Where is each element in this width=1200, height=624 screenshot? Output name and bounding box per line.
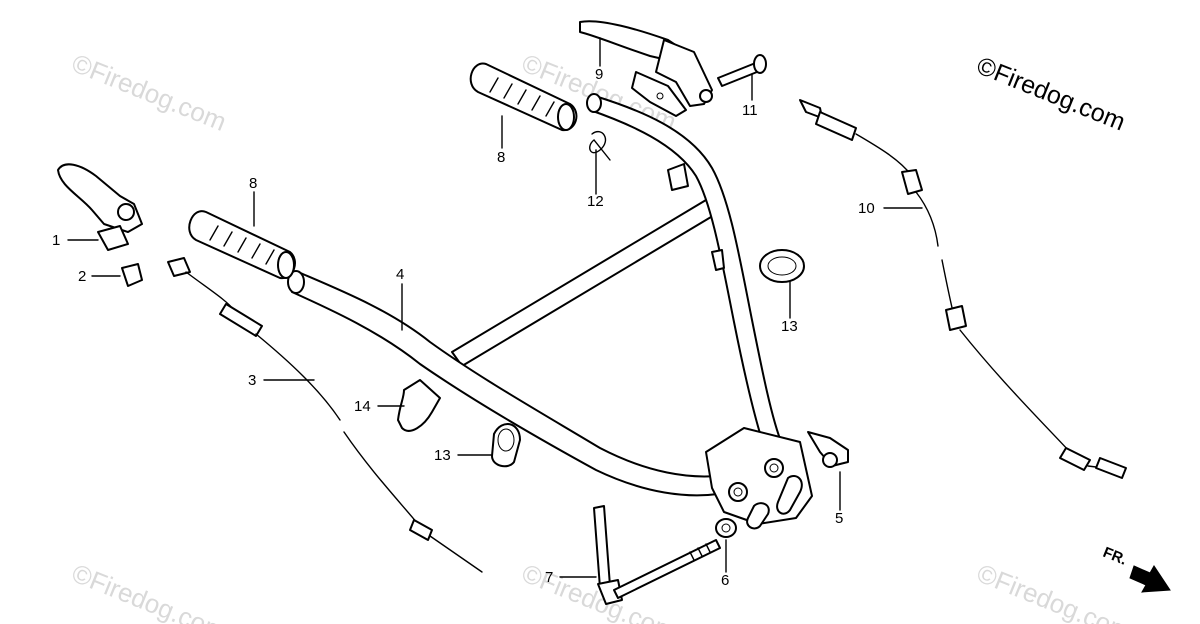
hand-grip-lower [188, 210, 296, 280]
callout-13-upper: 13 [781, 318, 798, 335]
r-clip [589, 131, 611, 161]
callout-4: 4 [396, 266, 404, 283]
callout-6: 6 [721, 572, 729, 589]
callout-12: 12 [587, 193, 604, 210]
leader-lines [67, 37, 923, 578]
callout-5: 5 [835, 510, 843, 527]
callout-10: 10 [858, 200, 875, 217]
callout-13-lower: 13 [434, 447, 451, 464]
callout-labels: 1 2 3 4 5 6 7 8 8 9 10 11 12 13 13 14 [52, 66, 875, 589]
callout-1: 1 [52, 232, 60, 249]
hand-grip-upper [469, 62, 578, 132]
link-clip [807, 431, 849, 468]
callout-3: 3 [248, 372, 256, 389]
cable-band-upper [759, 249, 805, 283]
pivot-pin [717, 54, 767, 87]
watermark-text: ©Firedog.com [68, 558, 231, 624]
arrow-right-icon [1129, 565, 1171, 593]
front-direction-marker: FR. [1101, 544, 1171, 593]
handlebar-frame [287, 93, 813, 530]
callout-14: 14 [354, 398, 371, 415]
cable-band-lower [491, 423, 521, 468]
watermark-text: ©Firedog.com [973, 558, 1136, 624]
copyright-notice: ©Firedog.com [973, 52, 1129, 137]
watermark-text: ©Firedog.com [68, 48, 231, 137]
throttle-cable [167, 257, 483, 573]
binding-band [397, 379, 441, 432]
callout-2: 2 [78, 268, 86, 285]
washer [715, 518, 737, 538]
adjusting-bolt [593, 505, 721, 605]
callout-8-upper: 8 [497, 149, 505, 166]
callout-9: 9 [595, 66, 603, 83]
callout-7: 7 [545, 569, 553, 586]
callout-11: 11 [742, 102, 758, 119]
throttle-lever [57, 163, 143, 251]
front-label: FR. [1101, 544, 1130, 569]
callout-8-lower: 8 [249, 175, 257, 192]
control-cable [799, 99, 1127, 479]
lever-bracket [579, 20, 713, 117]
cable-clip [121, 263, 143, 287]
